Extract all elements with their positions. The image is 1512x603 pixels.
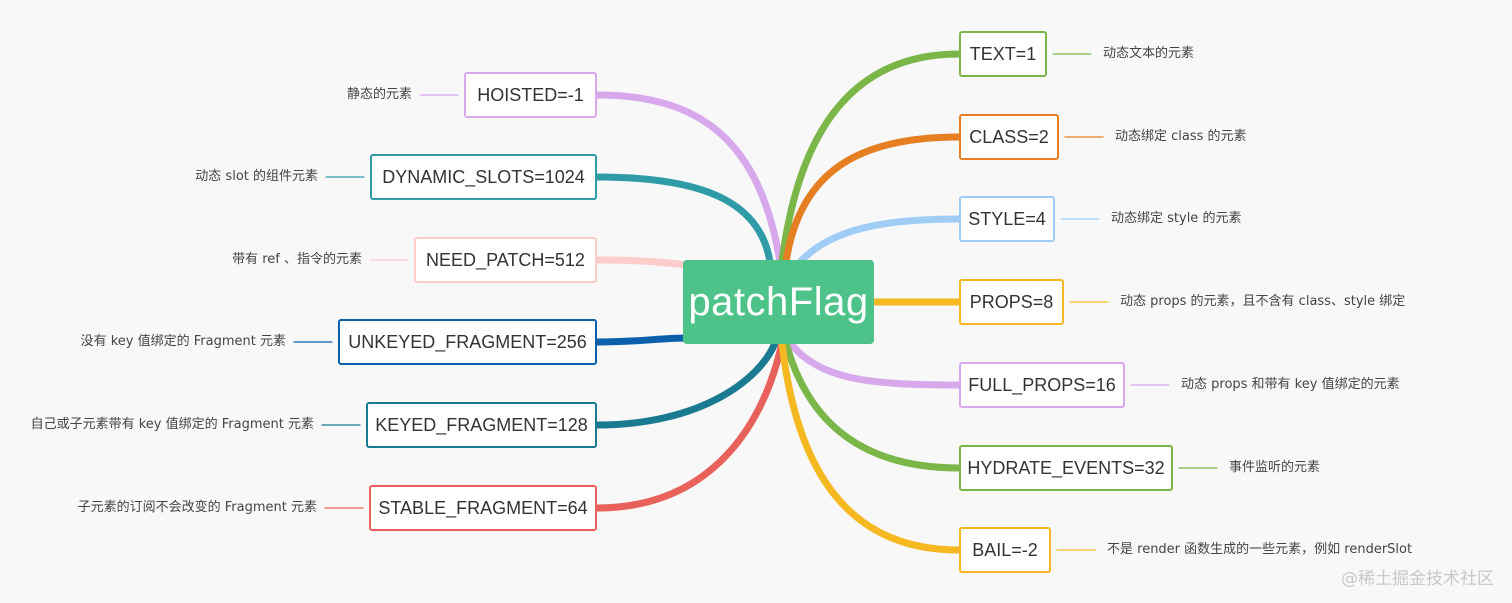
node-label: TEXT=1 xyxy=(969,43,1037,64)
node-label: FULL_PROPS=16 xyxy=(968,374,1116,395)
desc-style: 动态绑定 style 的元素 xyxy=(1111,211,1242,226)
node-bail[interactable]: BAIL=-2 xyxy=(959,527,1051,573)
root-node-patchflag[interactable]: patchFlag xyxy=(683,260,874,344)
node-label: DYNAMIC_SLOTS=1024 xyxy=(382,166,585,187)
connector-right-2 xyxy=(796,215,963,266)
desc-full-props: 动态 props 和带有 key 值绑定的元素 xyxy=(1181,377,1400,392)
connector-right-4 xyxy=(786,339,963,389)
node-hydrate-events[interactable]: HYDRATE_EVENTS=32 xyxy=(959,445,1173,491)
desc-keyed-fragment: 自己或子元素带有 key 值绑定的 Fragment 元素 xyxy=(30,417,314,432)
node-text[interactable]: TEXT=1 xyxy=(959,31,1047,77)
connector-left-5 xyxy=(593,339,786,512)
node-label: STYLE=4 xyxy=(968,208,1046,229)
connector-right-1 xyxy=(782,133,963,266)
desc-class: 动态绑定 class 的元素 xyxy=(1115,129,1247,144)
node-unkeyed-fragment[interactable]: UNKEYED_FRAGMENT=256 xyxy=(338,319,597,365)
connector-left-1 xyxy=(593,173,774,266)
root-node-label: patchFlag xyxy=(688,279,869,324)
node-full-props[interactable]: FULL_PROPS=16 xyxy=(959,362,1125,408)
node-label: HOISTED=-1 xyxy=(477,84,584,105)
connector-left-3 xyxy=(593,334,692,346)
node-label: KEYED_FRAGMENT=128 xyxy=(375,414,588,435)
node-need-patch[interactable]: NEED_PATCH=512 xyxy=(414,237,597,283)
node-class[interactable]: CLASS=2 xyxy=(959,114,1059,160)
desc-props: 动态 props 的元素，且不含有 class、style 绑定 xyxy=(1120,294,1406,309)
watermark: @稀土掘金技术社区 xyxy=(1341,569,1494,589)
node-style[interactable]: STYLE=4 xyxy=(959,196,1055,242)
node-dynamic-slots[interactable]: DYNAMIC_SLOTS=1024 xyxy=(370,154,597,200)
desc-hoisted: 静态的元素 xyxy=(346,87,412,102)
connector-left-2 xyxy=(593,256,692,269)
connector-right-0 xyxy=(778,50,963,266)
node-label: CLASS=2 xyxy=(969,126,1049,147)
node-label: UNKEYED_FRAGMENT=256 xyxy=(348,331,587,352)
node-label: STABLE_FRAGMENT=64 xyxy=(378,497,588,518)
node-hoisted[interactable]: HOISTED=-1 xyxy=(464,72,597,118)
connector-left-0 xyxy=(593,91,784,266)
node-keyed-fragment[interactable]: KEYED_FRAGMENT=128 xyxy=(366,402,597,448)
node-props[interactable]: PROPS=8 xyxy=(959,279,1064,325)
desc-stable-fragment: 子元素的订阅不会改变的 Fragment 元素 xyxy=(77,500,317,515)
node-stable-fragment[interactable]: STABLE_FRAGMENT=64 xyxy=(369,485,597,531)
desc-need-patch: 带有 ref 、指令的元素 xyxy=(232,252,362,267)
desc-bail: 不是 render 函数生成的一些元素，例如 renderSlot xyxy=(1107,542,1413,557)
connector-right-5 xyxy=(782,339,963,472)
node-label: HYDRATE_EVENTS=32 xyxy=(967,457,1165,478)
node-label: NEED_PATCH=512 xyxy=(426,249,585,270)
node-label: BAIL=-2 xyxy=(972,539,1038,560)
desc-unkeyed-fragment: 没有 key 值绑定的 Fragment 元素 xyxy=(80,334,286,349)
desc-dynamic-slots: 动态 slot 的组件元素 xyxy=(195,169,318,184)
connector-left-4 xyxy=(593,339,779,429)
desc-hydrate-events: 事件监听的元素 xyxy=(1229,460,1321,475)
desc-text: 动态文本的元素 xyxy=(1103,46,1195,61)
connector-right-6 xyxy=(778,339,963,554)
node-label: PROPS=8 xyxy=(969,291,1054,312)
